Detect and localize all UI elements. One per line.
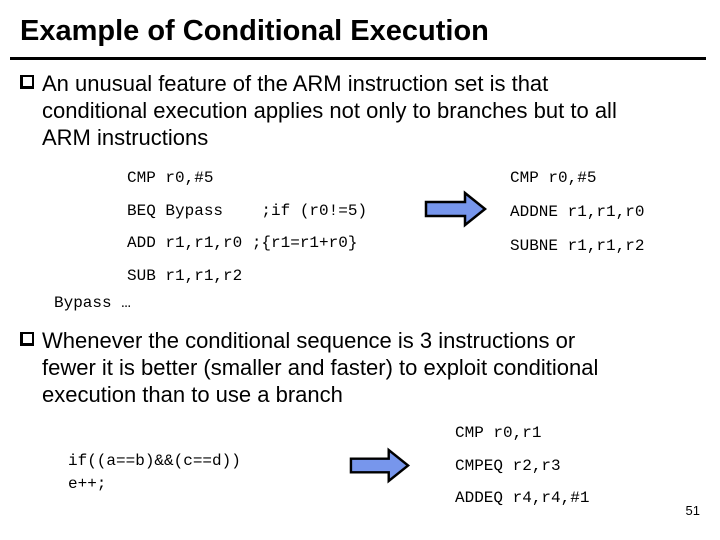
branch-version-code: CMP r0,#5 BEQ Bypass ;if (r0!=5) ADD r1,… [127,169,368,285]
page-number: 51 [685,503,700,518]
c-source-code: if((a==b)&&(c==d)) e++; [68,452,241,493]
bullet-1-text: An unusual feature of the ARM instructio… [42,71,617,150]
title-underline [10,57,706,60]
bullet-2-text: Whenever the conditional sequence is 3 i… [42,328,599,407]
transform-arrow-icon [424,190,488,228]
bullet-item-2: Whenever the conditional sequence is 3 i… [20,327,700,408]
square-bullet-icon [20,75,34,89]
square-bullet-icon [20,332,34,346]
conditional-version-code: CMP r0,#5 ADDNE r1,r1,r0 SUBNE r1,r1,r2 [510,169,645,255]
slide-title: Example of Conditional Execution [20,15,489,47]
bullet-item-1: An unusual feature of the ARM instructio… [20,70,700,151]
bypass-label: Bypass … [54,294,131,312]
arm-conditional-code: CMP r0,r1 CMPEQ r2,r3 ADDEQ r4,r4,#1 [455,424,590,507]
transform-arrow-icon [349,447,411,484]
